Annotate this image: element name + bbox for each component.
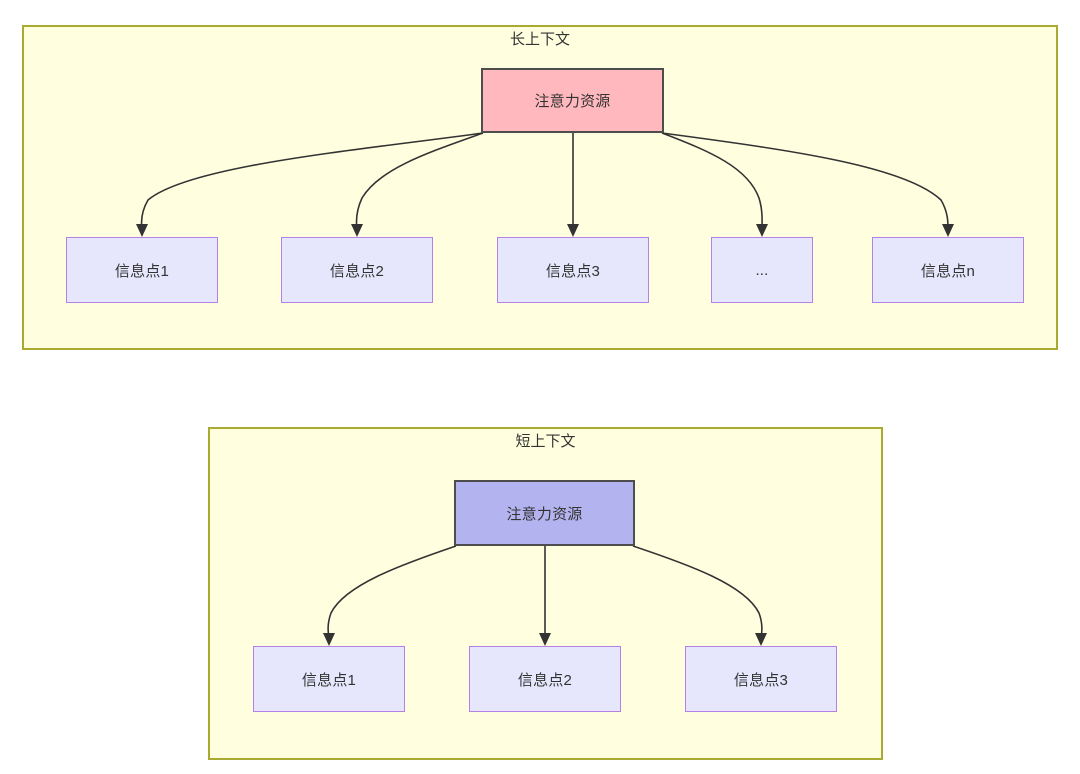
node-attention-resource-long[interactable]: 注意力资源: [481, 68, 664, 133]
node-info-point-3-short[interactable]: 信息点3: [685, 646, 837, 712]
node-info-point-n-long[interactable]: 信息点n: [872, 237, 1024, 303]
node-attention-resource-short[interactable]: 注意力资源: [454, 480, 635, 546]
node-info-point-2-short[interactable]: 信息点2: [469, 646, 621, 712]
panel-short-context-title: 短上下文: [515, 433, 576, 450]
node-info-point-ellipsis-long[interactable]: ...: [711, 237, 813, 303]
node-info-point-3-long[interactable]: 信息点3: [497, 237, 649, 303]
node-info-point-2-long[interactable]: 信息点2: [281, 237, 433, 303]
node-info-point-1-short[interactable]: 信息点1: [253, 646, 405, 712]
panel-long-context-title: 长上下文: [509, 31, 570, 48]
node-info-point-1-long[interactable]: 信息点1: [66, 237, 218, 303]
